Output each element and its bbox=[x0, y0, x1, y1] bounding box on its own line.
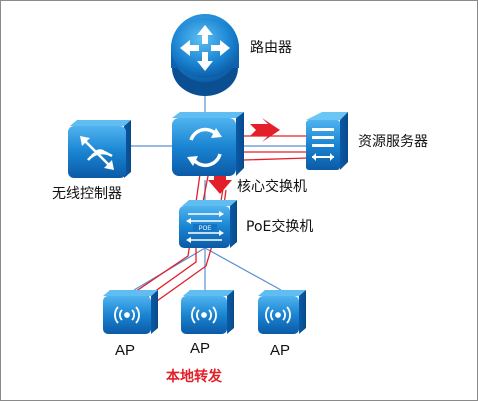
wifi-signal-icon bbox=[191, 306, 217, 324]
core-switch-body bbox=[172, 118, 236, 176]
poe-switch-node: POE bbox=[179, 200, 237, 248]
router-arrows-icon bbox=[180, 25, 230, 71]
ap-label-2: AP bbox=[190, 340, 211, 357]
circular-arrows-icon bbox=[189, 127, 222, 168]
resource-server-label: 资源服务器 bbox=[358, 134, 428, 150]
wireless-controller-label: 无线控制器 bbox=[52, 186, 122, 202]
router-node bbox=[171, 14, 239, 96]
wifi-signal-icon bbox=[265, 306, 291, 324]
ap-node-1 bbox=[103, 290, 158, 334]
flow-arrow-right-icon bbox=[250, 118, 280, 142]
ap-label-3: AP bbox=[270, 342, 291, 359]
ap-node-2 bbox=[181, 290, 234, 334]
wireless-controller-icon bbox=[83, 139, 113, 167]
ap-node-3 bbox=[258, 290, 306, 334]
core-switch-node bbox=[172, 112, 244, 176]
server-rack-icon bbox=[312, 128, 334, 161]
poe-badge-text: POE bbox=[199, 226, 212, 232]
link-poe-ap3 bbox=[204, 247, 282, 291]
wireless-controller-node bbox=[68, 120, 131, 178]
local-forwarding-caption: 本地转发 bbox=[166, 369, 222, 385]
ap-label-1: AP bbox=[115, 342, 136, 359]
router-label: 路由器 bbox=[250, 40, 292, 56]
core-switch-label: 核心交换机 bbox=[237, 179, 307, 195]
resource-server-node bbox=[306, 112, 348, 170]
wifi-signal-icon bbox=[114, 306, 140, 324]
switch-arrows-icon bbox=[186, 211, 224, 243]
poe-switch-label: PoE交换机 bbox=[246, 219, 314, 235]
